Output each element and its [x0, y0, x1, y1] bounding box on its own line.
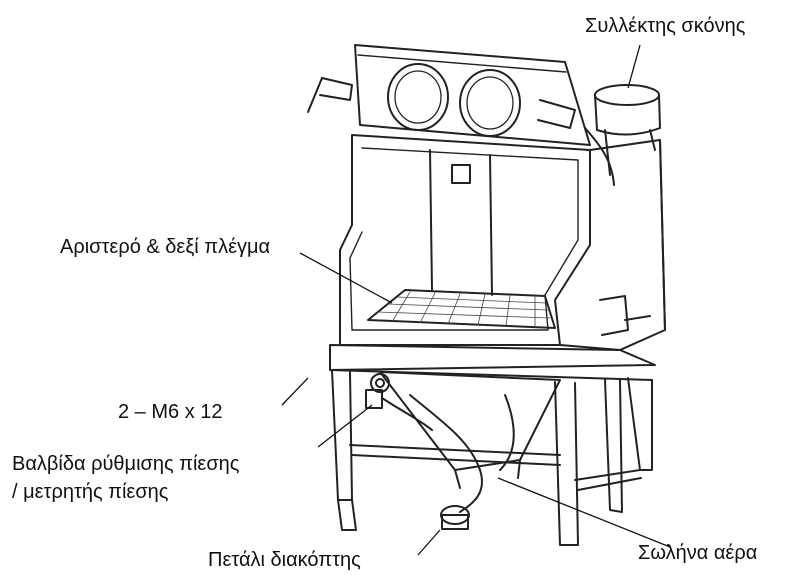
label-regulator-line2: / μετρητής πίεσης: [12, 481, 169, 503]
stand-legs: [331, 369, 653, 546]
leader-dust-collector: [627, 44, 641, 89]
leader-bolts: [281, 377, 309, 406]
leader-air-hose: [497, 477, 671, 548]
air-hose-shape: [409, 394, 483, 513]
grid-floor: [367, 289, 556, 329]
right-porthole: [459, 69, 521, 137]
label-foot-switch: Πετάλι διακόπτης: [208, 549, 361, 571]
cabinet-lid: [354, 44, 591, 146]
dust-collector-shape: [594, 84, 661, 176]
leader-grid: [299, 252, 393, 304]
hopper: [379, 371, 561, 471]
label-air-hose: Σωλήνα αέρα: [638, 542, 758, 564]
leader-foot-switch: [417, 529, 441, 556]
leader-regulator: [317, 404, 373, 448]
label-bolts: 2 – M6 x 12: [118, 401, 223, 423]
label-dust-collector: Συλλέκτης σκόνης: [585, 15, 746, 37]
left-porthole: [387, 63, 449, 131]
label-grid: Αριστερό & δεξί πλέγμα: [60, 236, 271, 258]
pressure-regulator: [365, 373, 433, 431]
label-regulator-line1: Βαλβίδα ρύθμισης πίεσης: [12, 453, 240, 475]
foot-pedal: [440, 505, 470, 530]
